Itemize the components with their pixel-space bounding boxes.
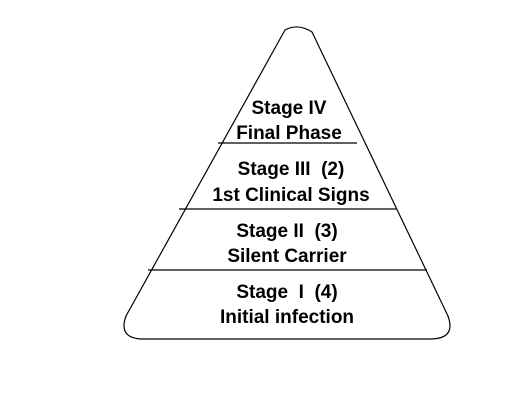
tier-stage-3-title: Stage III (2) <box>238 159 345 180</box>
tier-stage-2-title: Stage II (3) <box>236 221 337 242</box>
tier-stage-2-subtitle: Silent Carrier <box>227 246 347 267</box>
tier-stage-1-subtitle: Initial infection <box>220 307 354 328</box>
tier-stage-3: Stage III (2) 1st Clinical Signs <box>212 159 369 206</box>
tier-stage-1-title: Stage I (4) <box>236 282 337 303</box>
tier-stage-4-subtitle: Final Phase <box>236 123 342 144</box>
pyramid-outline <box>123 26 451 340</box>
tier-stage-4: Stage IV Final Phase <box>236 98 342 144</box>
tier-stage-2: Stage II (3) Silent Carrier <box>227 221 347 267</box>
tier-stage-1: Stage I (4) Initial infection <box>220 282 354 328</box>
tier-stage-3-subtitle: 1st Clinical Signs <box>212 185 369 206</box>
tier-stage-4-title: Stage IV <box>252 98 327 119</box>
